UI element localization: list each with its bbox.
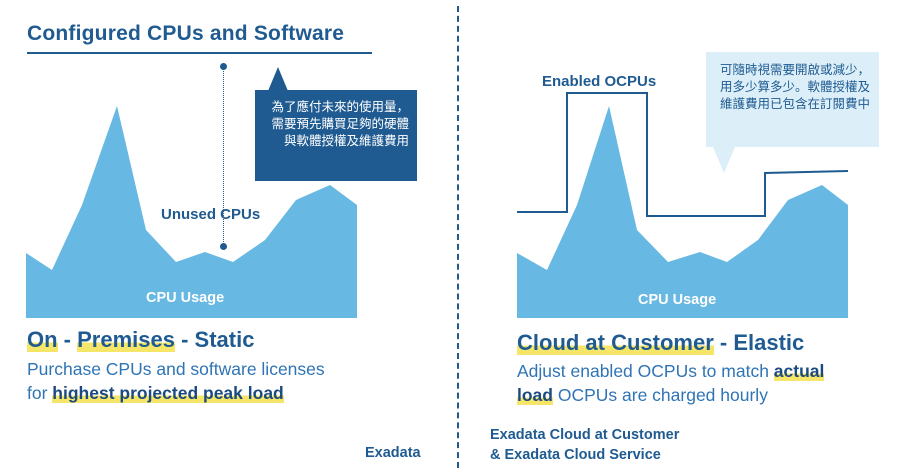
left-callout: 為了應付未來的使用量，需要預先購買足夠的硬體與軟體授權及維護費用 [255,90,417,181]
right-callout: 可隨時視需要開啟或減少，用多少算多少。軟體授權及維護費用已包含在訂閱費中 [706,52,879,147]
right-body-highlight-load: load [517,385,553,405]
title-underline [27,52,372,54]
left-title: Configured CPUs and Software [27,22,345,45]
left-body-line2: for highest projected peak load [27,381,325,405]
right-heading: Cloud at Customer - Elastic [517,330,804,356]
right-body-line1: Adjust enabled OCPUs to match actual [517,359,825,383]
right-cpu-usage-area [517,106,848,318]
right-body-highlight-actual: actual [773,361,825,381]
range-bottom-dot [220,243,227,250]
heading-cloud: Cloud at Customer [517,330,714,355]
heading-elastic: - Elastic [713,330,805,355]
left-cpu-usage-area [26,106,357,318]
left-heading: On - Premises - Static [27,327,254,353]
right-body-line1-pre: Adjust enabled OCPUs to match [517,361,774,381]
left-body-line2-pre: for [27,383,53,403]
left-body: Purchase CPUs and software licenses for … [27,357,325,405]
left-body-line1: Purchase CPUs and software licenses [27,359,325,379]
unused-cpus-label: Unused CPUs [161,206,261,223]
right-body-line2: load OCPUs are charged hourly [517,383,824,407]
right-cpu-usage-label: CPU Usage [638,292,717,308]
enabled-ocpus-line [517,92,849,217]
center-divider [457,6,459,468]
right-footer-line2: & Exadata Cloud Service [490,447,661,463]
heading-dash: - [57,327,78,352]
right-body: Adjust enabled OCPUs to match actual loa… [517,359,825,407]
range-top-dot [220,63,227,70]
left-body-highlight: highest projected peak load [52,383,284,403]
right-footer-line1: Exadata Cloud at Customer [490,427,680,443]
enabled-ocpus-label: Enabled OCPUs [542,73,657,90]
heading-on: On [27,327,58,352]
right-callout-tail [713,147,735,173]
left-cpu-usage-label: CPU Usage [146,290,225,306]
right-footer: Exadata Cloud at Customer & Exadata Clou… [490,425,679,465]
heading-premises: Premises [77,327,175,352]
heading-static: - Static [174,327,255,352]
right-body-line2-post: OCPUs are charged hourly [552,385,768,405]
left-callout-tail [268,67,288,91]
unused-range-line [223,66,224,246]
left-footer: Exadata [365,445,421,461]
